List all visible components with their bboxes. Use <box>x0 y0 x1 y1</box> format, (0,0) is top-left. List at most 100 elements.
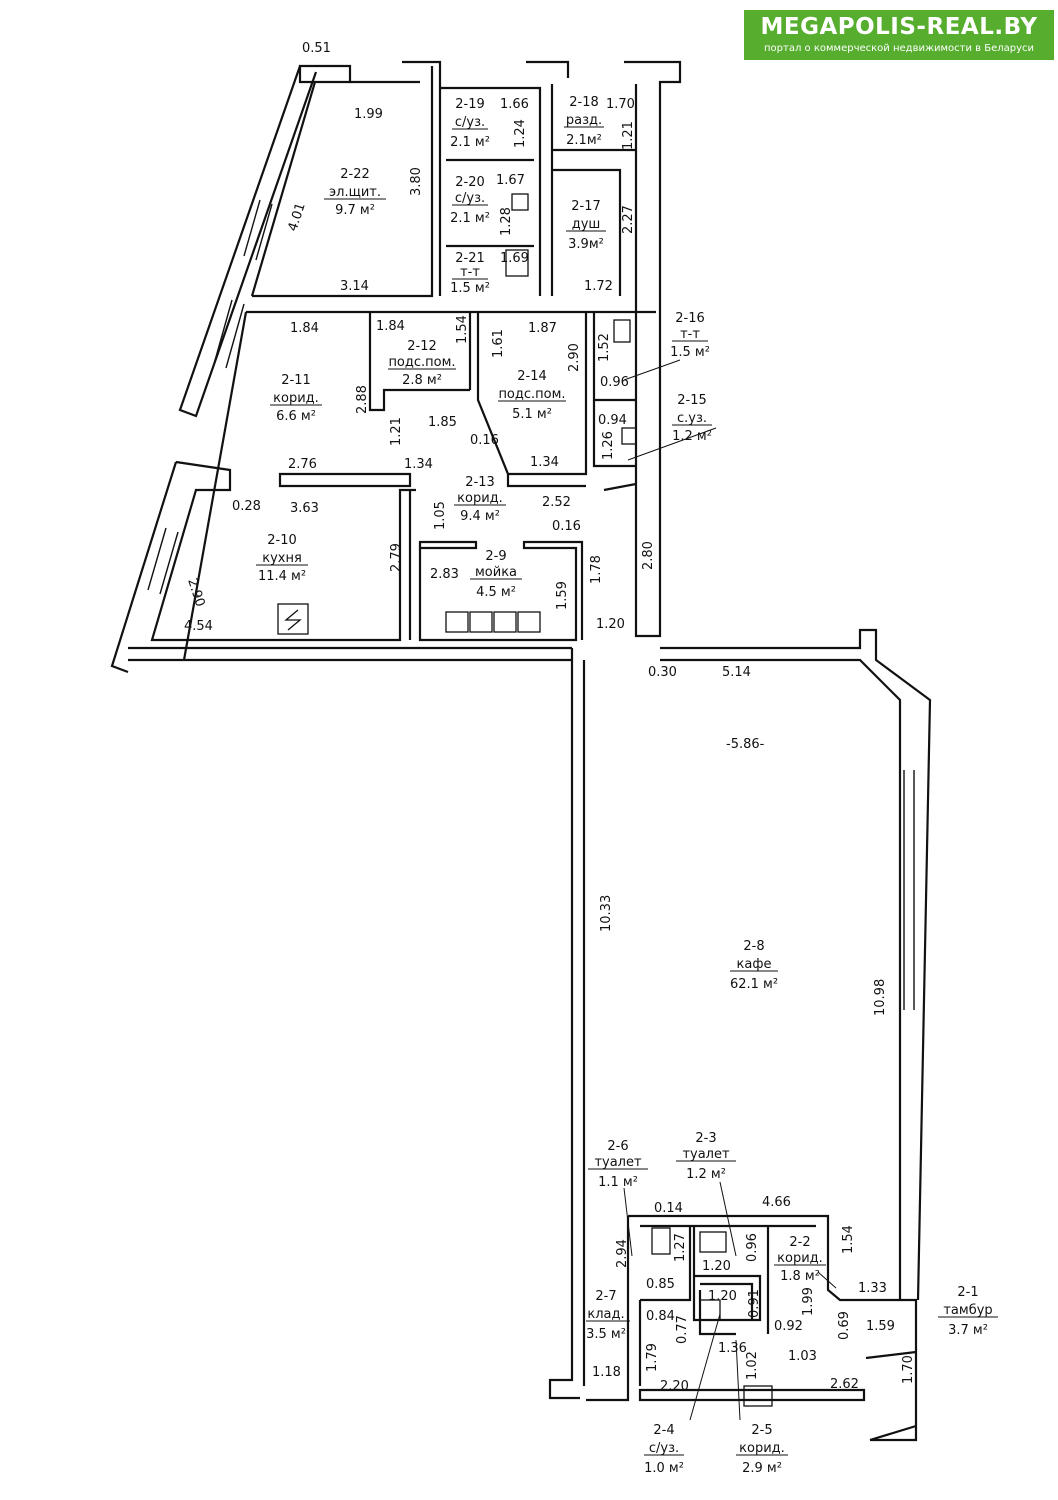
room-label-2-14: 2-14 подс.пом. 5.1 м² <box>498 369 566 422</box>
wall-segment <box>640 1226 692 1302</box>
dim-label: 0.84 <box>646 1309 675 1324</box>
dim-label: 1.69 <box>500 251 529 266</box>
dim-label: 1.03 <box>788 1349 817 1364</box>
dim-label: 5.14 <box>722 665 751 680</box>
room-name: корид. <box>739 1441 785 1456</box>
room-id: 2-7 <box>595 1289 616 1304</box>
dim-label: 1.70 <box>606 97 635 112</box>
dim-label: 2.88 <box>355 385 370 414</box>
door-icon <box>743 1385 773 1407</box>
room-name: мойка <box>475 565 517 580</box>
dim-label: 0.69 <box>837 1311 852 1340</box>
sink-icon <box>621 427 637 445</box>
dim-label: 1.34 <box>530 455 559 470</box>
window <box>255 203 273 261</box>
room-label-2-3: 2-3 туалет 1.2 м² <box>676 1131 736 1182</box>
dim-label: 0.91 <box>747 1289 762 1318</box>
room-label-2-11: 2-11 корид. 6.6 м² <box>270 373 322 424</box>
dim-label: 1.27 <box>673 1233 688 1262</box>
room-id: 2-19 <box>455 97 485 112</box>
wall-segment <box>603 482 637 492</box>
wall-segment <box>624 60 682 638</box>
room-area: 9.4 м² <box>460 509 500 524</box>
dim-label: 1.79 <box>645 1343 660 1372</box>
leader-line <box>623 1187 633 1257</box>
sink-icon <box>699 1299 721 1321</box>
dim-label: 0.16 <box>552 519 581 534</box>
room-area: 2.1 м² <box>450 211 490 226</box>
room-name: с/уз. <box>455 191 485 206</box>
wall-segment <box>278 472 412 488</box>
dim-label: 2.52 <box>542 495 571 510</box>
window <box>243 199 261 257</box>
room-name: душ <box>572 217 601 232</box>
dim-label: 2.79 <box>389 543 404 572</box>
dim-label: 1.20 <box>702 1259 731 1274</box>
stove-icon <box>277 603 309 635</box>
window <box>225 303 245 369</box>
room-id: 2-11 <box>281 373 311 388</box>
wall-segment <box>252 66 434 298</box>
leader-line <box>719 1181 737 1257</box>
dim-label: 2.27 <box>621 205 636 234</box>
dim-label: 3.63 <box>290 501 319 516</box>
wall-segment <box>402 60 442 296</box>
room-label-2-1: 2-1 тамбур 3.7 м² <box>938 1285 998 1338</box>
toilet-icon <box>699 1231 727 1253</box>
room-id: 2-5 <box>751 1423 772 1438</box>
wall-segment <box>178 65 318 418</box>
dim-label: 2.83 <box>430 567 459 582</box>
room-area: 9.7 м² <box>335 203 375 218</box>
wall-segment <box>506 474 586 488</box>
dim-label: -5.86- <box>726 737 765 752</box>
dim-label: 1.34 <box>404 457 433 472</box>
wall-segment <box>418 540 478 550</box>
window <box>159 531 179 595</box>
dim-label: 1.61 <box>491 329 506 358</box>
dim-label: 1.78 <box>589 555 604 584</box>
dim-label: 1.05 <box>433 501 448 530</box>
room-id: 2-16 <box>675 311 705 326</box>
dim-label: 1.84 <box>376 319 405 334</box>
room-area: 1.5 м² <box>670 345 710 360</box>
room-name: с.уз. <box>677 411 707 426</box>
dim-label: 1.26 <box>601 431 616 460</box>
room-label-2-20: 2-20 с/уз. 2.1 м² <box>450 175 490 226</box>
dim-label: 1.59 <box>555 581 570 610</box>
dim-label: 0.94 <box>598 413 627 428</box>
wall-segment <box>869 1424 917 1442</box>
dim-label: 3.14 <box>340 279 369 294</box>
room-label-2-7: 2-7 клад. 3.5 м² <box>586 1289 630 1342</box>
dim-label: 1.33 <box>858 1281 887 1296</box>
room-name: корид. <box>777 1251 823 1266</box>
walls <box>110 60 932 1442</box>
dim-label: 1.28 <box>499 207 514 236</box>
dim-label: 4.66 <box>762 1195 791 1210</box>
room-name: с/уз. <box>649 1441 679 1456</box>
dim-label: 2.90 <box>567 343 582 372</box>
room-name: корид. <box>273 391 319 406</box>
room-label-2-6: 2-6 туалет 1.1 м² <box>588 1139 648 1190</box>
dim-label: 1.99 <box>354 107 383 122</box>
room-label-2-17: 2-17 душ 3.9м² <box>566 199 606 252</box>
room-area: 3.9м² <box>568 237 604 252</box>
dimension-labels: 0.51 1.99 3.80 4.01 3.14 1.66 1.24 1.67 … <box>184 41 916 1394</box>
sink-icon <box>517 611 541 633</box>
room-name: т-т <box>680 327 700 342</box>
room-name: разд. <box>566 113 602 128</box>
watermark-brand: MEGAPOLIS-REAL.BY <box>760 14 1038 40</box>
room-area: 1.0 м² <box>644 1461 684 1476</box>
wall-segment <box>552 168 622 296</box>
room-id: 2-17 <box>571 199 601 214</box>
dim-label: 1.99 <box>801 1287 816 1316</box>
room-area: 2.1м² <box>566 133 602 148</box>
wall-segment <box>250 81 317 297</box>
dim-label: 1.02 <box>745 1351 760 1380</box>
wall-segment <box>865 1350 917 1360</box>
room-area: 2.1 м² <box>450 135 490 150</box>
room-label-2-12: 2-12 подс.пом. 2.8 м² <box>388 339 456 388</box>
room-name: туалет <box>594 1155 642 1170</box>
dim-label: 1.21 <box>621 121 636 150</box>
room-label-2-5: 2-5 корид. 2.9 м² <box>736 1423 788 1476</box>
dim-label: 0.16 <box>470 433 499 448</box>
